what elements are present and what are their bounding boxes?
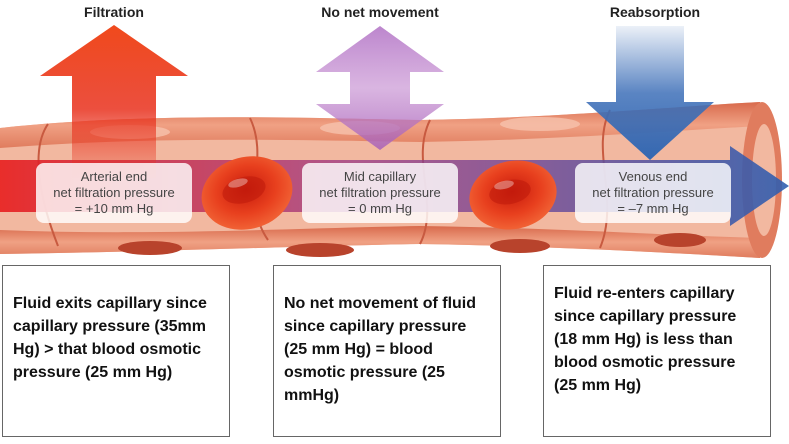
label-line: net filtration pressure xyxy=(53,185,175,200)
label-line: = –7 mm Hg xyxy=(617,201,689,216)
label-line: Arterial end xyxy=(80,169,148,184)
venous-end-label: Venous end net filtration pressure = –7 … xyxy=(575,163,731,223)
heading-no-net-movement: No net movement xyxy=(321,4,439,20)
no-net-movement-note: No net movement of fluid since capillary… xyxy=(273,265,501,437)
up-arrow-icon xyxy=(40,25,188,178)
label-line: Venous end xyxy=(618,169,688,184)
label-line: net filtration pressure xyxy=(592,185,714,200)
reabsorption-note: Fluid re-enters capillary since capillar… xyxy=(543,265,771,437)
label-line: = +10 mm Hg xyxy=(74,201,154,216)
double-arrow-icon xyxy=(316,26,444,150)
mid-capillary-label: Mid capillary net filtration pressure = … xyxy=(302,163,458,223)
heading-filtration: Filtration xyxy=(84,4,144,20)
label-line: = 0 mm Hg xyxy=(348,201,412,216)
label-line: Mid capillary xyxy=(343,169,417,184)
label-line: net filtration pressure xyxy=(319,185,441,200)
down-arrow-icon xyxy=(586,26,714,160)
filtration-note: Fluid exits capillary since capillary pr… xyxy=(2,265,230,437)
red-blood-cell-icon xyxy=(201,156,293,230)
arterial-end-label: Arterial end net filtration pressure = +… xyxy=(36,163,192,223)
red-blood-cell-icon xyxy=(469,160,557,230)
heading-reabsorption: Reabsorption xyxy=(609,4,701,20)
